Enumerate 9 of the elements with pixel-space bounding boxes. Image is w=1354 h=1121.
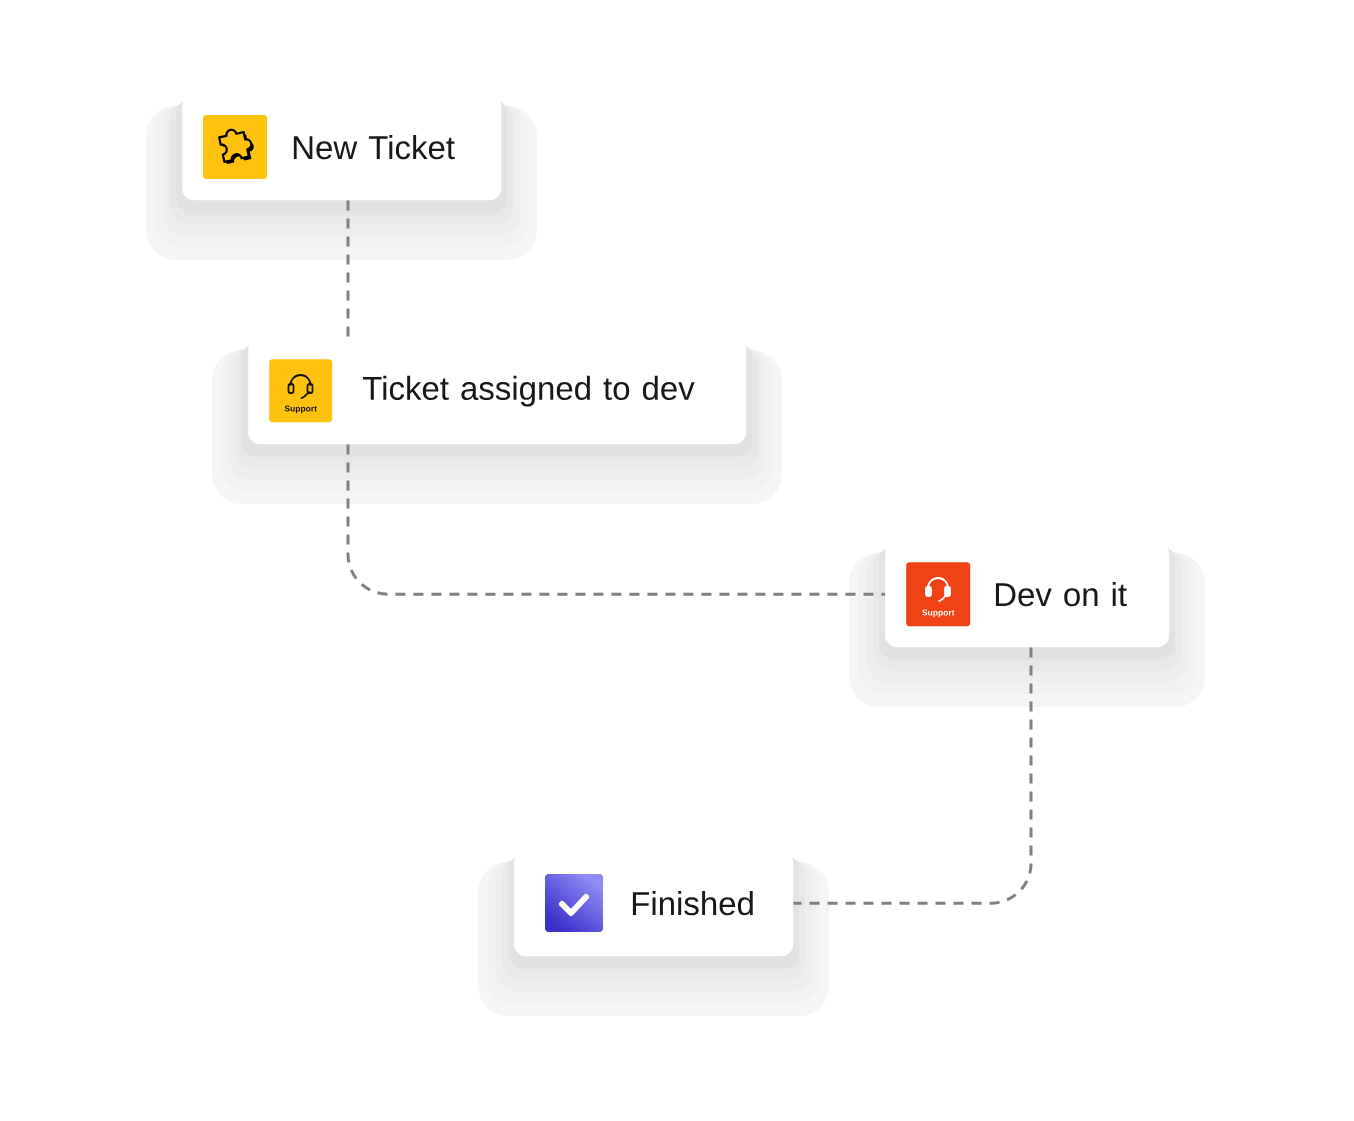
node-label: Ticket assigned to dev [362,375,695,407]
icon-tile: Support [906,562,971,627]
node-label: Finished [632,891,753,916]
node-label: New Ticket [293,135,455,160]
node-label: Dev on it [995,582,1127,607]
dashed-connector [346,200,350,338]
dashed-connector [793,647,1033,905]
icon-tile: Support [269,359,333,423]
dashed-connector [346,444,885,596]
